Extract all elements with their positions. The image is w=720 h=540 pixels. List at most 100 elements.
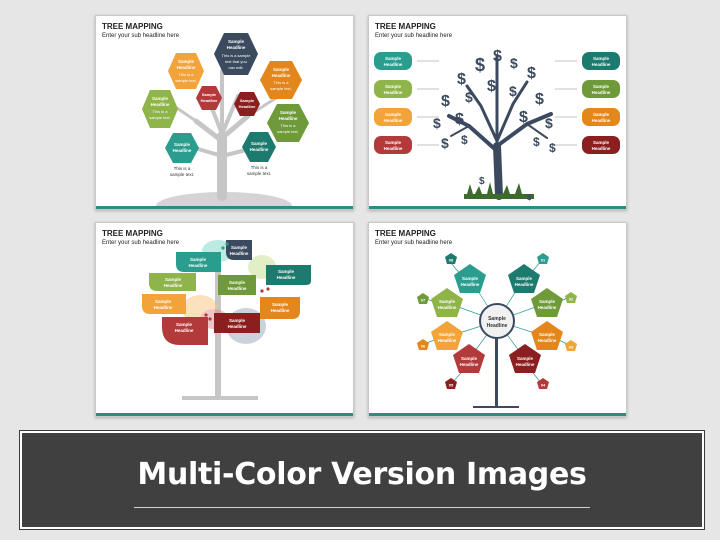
leaf-label: Headline: [271, 308, 290, 313]
pentagon-04[interactable]: Sample Headline: [509, 344, 541, 373]
slide-thumbnail-1[interactable]: Sample Headline This is a sample text th…: [95, 15, 354, 210]
tree-trunk: [447, 54, 553, 200]
badge-03: 03: [569, 345, 574, 350]
grass: [464, 182, 534, 199]
leaf-label: Headline: [277, 275, 296, 280]
pentagon-label: Sample: [516, 276, 533, 281]
leaf-teal-right[interactable]: Sample Headline: [266, 265, 311, 285]
pentagon-06[interactable]: Sample Headline: [431, 321, 463, 350]
hex-orange-right[interactable]: Sample Headline This is a sample text.: [260, 61, 302, 99]
slide-thumbnail-2[interactable]: $ $ $ $ $ $ $ $ $ $ $ $ $ $ $ $ $ $ $ $: [368, 15, 627, 210]
leaf-label: Headline: [164, 283, 183, 288]
hex-label: Headline: [173, 148, 192, 153]
pill-label: Sample: [593, 56, 610, 61]
hex-red-right[interactable]: Sample Headline: [234, 92, 260, 116]
hex-label: Sample: [240, 98, 255, 103]
badge-08: 08: [449, 258, 454, 263]
pill-label: Sample: [385, 84, 402, 89]
hex-label: Headline: [201, 98, 218, 103]
hex-label: Headline: [227, 45, 246, 50]
badge-07: 07: [421, 298, 426, 303]
pentagon-02[interactable]: Sample Headline: [531, 288, 563, 317]
hex-text: sample text.: [277, 129, 299, 134]
leaf-red-center[interactable]: Sample Headline: [214, 313, 260, 333]
leaf-dark-top[interactable]: Sample Headline: [226, 240, 252, 260]
money-tree-left-labels[interactable]: Sample Headline Sample Headline Sample H…: [374, 52, 439, 154]
number-badges: 08 01 07 02 06 03 05 04: [417, 253, 577, 389]
dollar-icon: $: [487, 78, 496, 95]
hex-label: Headline: [177, 65, 196, 70]
hex-label: Sample: [178, 59, 195, 64]
hex-label: Sample: [273, 67, 290, 72]
leaf-green-left[interactable]: Sample Headline: [149, 273, 196, 291]
leaf-teal-left[interactable]: Sample Headline: [176, 252, 221, 272]
pentagon-label: Headline: [438, 338, 457, 343]
hex-label: Sample: [251, 141, 268, 146]
leaf-label: Headline: [230, 251, 249, 256]
pentagon-08[interactable]: Sample Headline: [454, 264, 486, 293]
leaf-label: Headline: [189, 263, 208, 268]
dollar-icon: $: [433, 115, 441, 131]
leaf-green-center[interactable]: Sample Headline: [218, 275, 256, 295]
slide-title: TREE MAPPING: [102, 229, 163, 238]
hex-red-left[interactable]: Sample Headline: [196, 86, 222, 110]
dollar-icon: $: [441, 135, 449, 151]
hex-text: can edit.: [228, 65, 243, 70]
leaf-label: Sample: [272, 302, 289, 307]
leaf-red-left[interactable]: Sample Headline: [162, 317, 208, 345]
pentagon-05[interactable]: Sample Headline: [453, 344, 485, 373]
leaf-orange-right[interactable]: Sample Headline: [260, 297, 300, 319]
hex-label: Sample: [280, 110, 297, 115]
badge-01: 01: [541, 258, 546, 263]
hex-text: This is a: [179, 72, 195, 77]
caption: sample text.: [170, 172, 194, 177]
slide-thumbnail-4[interactable]: Sample Headline Sample Headline Sample H…: [368, 222, 627, 417]
pentagon-01[interactable]: Sample Headline: [508, 264, 540, 293]
pentagon-03[interactable]: Sample Headline: [531, 321, 563, 350]
dollar-icon: $: [519, 109, 528, 126]
dollar-leaves: $ $ $ $ $ $ $ $ $ $ $ $ $ $ $ $ $ $ $ $: [433, 48, 556, 202]
hex-green-left[interactable]: Sample Headline This is a sample text.: [142, 90, 178, 128]
leaf-label: Sample: [229, 280, 246, 285]
dollar-icon: $: [545, 115, 553, 131]
badge-06: 06: [421, 344, 426, 349]
leaf-label: Headline: [228, 324, 247, 329]
hex-label: Sample: [152, 96, 169, 101]
money-tree-right-labels[interactable]: Sample Headline Sample Headline Sample H…: [555, 52, 620, 154]
dollar-icon: $: [465, 89, 473, 105]
slide-thumbnail-3[interactable]: Sample Headline Sample Headline Sample H…: [95, 222, 354, 417]
hex-text: This is a: [274, 80, 290, 85]
hex-text: sample text.: [270, 86, 292, 91]
hex-green-right[interactable]: Sample Headline This is a sample text.: [267, 104, 309, 142]
pentagon-label: Headline: [438, 305, 457, 310]
hex-teal-left[interactable]: Sample Headline This is a sample text.: [165, 133, 199, 177]
hex-label: Headline: [151, 102, 170, 107]
tree-trunk: [473, 333, 519, 408]
hex-orange-left[interactable]: Sample Headline This is a sample text.: [168, 53, 204, 89]
badge-04: 04: [541, 383, 546, 388]
slide-title: TREE MAPPING: [375, 22, 436, 31]
leaf-orange-left[interactable]: Sample Headline: [142, 294, 186, 314]
pill-label: Sample: [593, 140, 610, 145]
pentagon-07[interactable]: Sample Headline: [431, 288, 463, 317]
slide-subtitle: Enter your sub headline here: [102, 33, 180, 39]
caption: sample text.: [247, 171, 271, 176]
hex-label: Headline: [250, 147, 269, 152]
hex-teal-right[interactable]: Sample Headline This is a sample text.: [242, 132, 276, 176]
money-tree-diagram: $ $ $ $ $ $ $ $ $ $ $ $ $ $ $ $ $ $ $ $: [374, 48, 620, 202]
pill-label: Sample: [593, 84, 610, 89]
pentagon-label: Sample: [439, 332, 456, 337]
dollar-icon: $: [493, 48, 502, 65]
center-node[interactable]: Sample Headline: [479, 303, 515, 339]
dollar-icon: $: [510, 55, 518, 71]
hex-top[interactable]: Sample Headline This is a sample text th…: [214, 33, 258, 75]
pentagon-label: Sample: [539, 332, 556, 337]
caption: This is a: [174, 166, 191, 171]
pentagon-label: Sample: [461, 356, 478, 361]
center-label: Headline: [487, 323, 508, 329]
slide-title: TREE MAPPING: [375, 229, 436, 238]
hex-text: This is a: [153, 109, 169, 114]
dollar-icon: $: [535, 91, 544, 108]
leaf-label: Sample: [190, 257, 207, 262]
pentagon-label: Sample: [517, 356, 534, 361]
